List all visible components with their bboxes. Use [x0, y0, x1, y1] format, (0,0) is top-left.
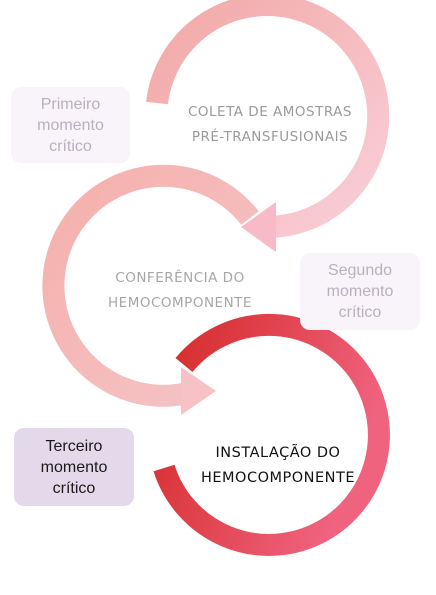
- moment-2-line-3: crítico: [338, 304, 382, 321]
- moment-card-2: Segundo momento crítico: [300, 253, 420, 330]
- ring-step-1: [146, 0, 390, 252]
- ring-step-2: [42, 164, 259, 415]
- arrow-step-2: [181, 367, 216, 415]
- moment-3-line-3: crítico: [52, 479, 96, 497]
- step-1-label: COLETA DE AMOSTRAS PRÉ-TRANSFUSIONAIS: [170, 100, 370, 150]
- ring-step-3: [153, 313, 390, 556]
- step-2-line-1: CONFERÊNCIA DO: [115, 270, 245, 286]
- step-3-label: INSTALAÇÃO DO HEMOCOMPONENTE: [188, 441, 368, 491]
- step-3-line-2: HEMOCOMPONENTE: [200, 470, 356, 486]
- arrow-step-1: [241, 202, 276, 252]
- moment-2-line-2: momento: [326, 283, 394, 300]
- moment-card-1: Primeiro momento crítico: [11, 87, 130, 163]
- step-2-label: CONFERÊNCIA DO HEMOCOMPONENTE: [95, 266, 265, 316]
- moment-3-line-1: Terceiro: [45, 437, 103, 455]
- step-1-line-2: PRÉ-TRANSFUSIONAIS: [191, 129, 349, 145]
- step-3-line-1: INSTALAÇÃO DO: [215, 445, 341, 461]
- moment-2-line-1: Segundo: [327, 262, 393, 279]
- moment-1-line-3: crítico: [49, 137, 92, 155]
- moment-3-line-2: momento: [40, 458, 108, 476]
- step-1-line-1: COLETA DE AMOSTRAS: [187, 104, 352, 120]
- moment-1-line-1: Primeiro: [40, 95, 101, 113]
- step-2-line-2: HEMOCOMPONENTE: [108, 295, 252, 311]
- moment-1-line-2: momento: [37, 116, 104, 134]
- moment-card-3: Terceiro momento crítico: [14, 428, 134, 506]
